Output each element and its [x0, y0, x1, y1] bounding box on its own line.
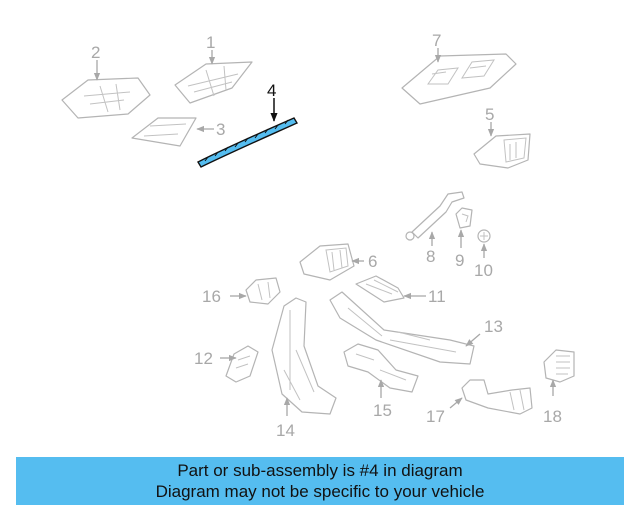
part-16-connector [245, 277, 281, 305]
part-10-clip [477, 229, 491, 243]
callout-10: 10 [474, 261, 493, 280]
callout-2: 2 [91, 43, 100, 62]
part-18-grille [543, 349, 575, 383]
callout-18: 18 [543, 407, 562, 426]
callout-15: 15 [373, 401, 392, 420]
part-12-small-duct [225, 345, 259, 383]
part-8-hose [405, 191, 465, 241]
callout-5: 5 [485, 105, 494, 124]
part-4-seal-strip [197, 117, 299, 168]
callout-7: 7 [432, 31, 441, 50]
callout-14: 14 [276, 421, 295, 440]
part-6-vent-duct [299, 243, 355, 281]
callout-3: 3 [216, 120, 225, 139]
callout-13: 13 [484, 317, 503, 336]
info-banner: Part or sub-assembly is #4 in diagram Di… [16, 457, 624, 505]
callout-9: 9 [455, 251, 464, 270]
part-9-sensor [455, 207, 473, 229]
part-3-panel [131, 117, 197, 147]
part-15-rear-duct [343, 343, 419, 393]
part-14-floor-duct [271, 297, 337, 415]
callout-8: 8 [426, 247, 435, 266]
parts-diagram: 2 1 3 4 7 5 8 9 [61, 31, 575, 440]
part-2-duct [61, 77, 151, 119]
part-5-side-vent [473, 133, 531, 169]
part-11-bracket [355, 275, 405, 303]
callout-6: 6 [368, 252, 377, 271]
banner-line-1: Part or sub-assembly is #4 in diagram [177, 461, 463, 480]
callout-16: 16 [202, 287, 221, 306]
callout-17: 17 [426, 407, 445, 426]
callout-1: 1 [206, 33, 215, 52]
part-13-long-duct [329, 291, 475, 365]
part-1-vent [174, 61, 253, 104]
callout-4: 4 [267, 81, 276, 100]
callout-11: 11 [428, 287, 446, 306]
part-17-outlet [461, 379, 533, 415]
banner-line-2: Diagram may not be specific to your vehi… [155, 482, 485, 501]
part-7-center-vent [401, 53, 517, 105]
callout-12: 12 [194, 349, 213, 368]
